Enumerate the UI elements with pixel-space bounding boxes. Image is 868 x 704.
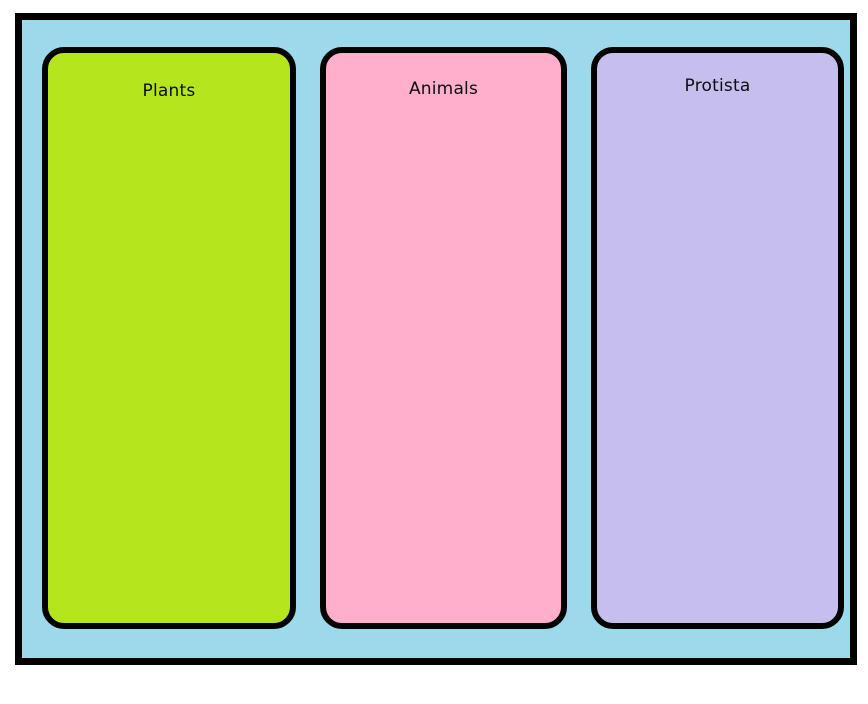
category-label-animals: Animals	[408, 79, 479, 99]
category-column-row: Plants Animals Protista	[42, 47, 844, 629]
category-label-plants: Plants	[142, 81, 196, 101]
classification-board: Plants Animals Protista	[15, 13, 857, 665]
category-column-plants[interactable]: Plants	[42, 47, 296, 629]
category-column-protista[interactable]: Protista	[591, 47, 844, 629]
category-label-protista: Protista	[684, 76, 751, 96]
category-column-animals[interactable]: Animals	[320, 47, 567, 629]
